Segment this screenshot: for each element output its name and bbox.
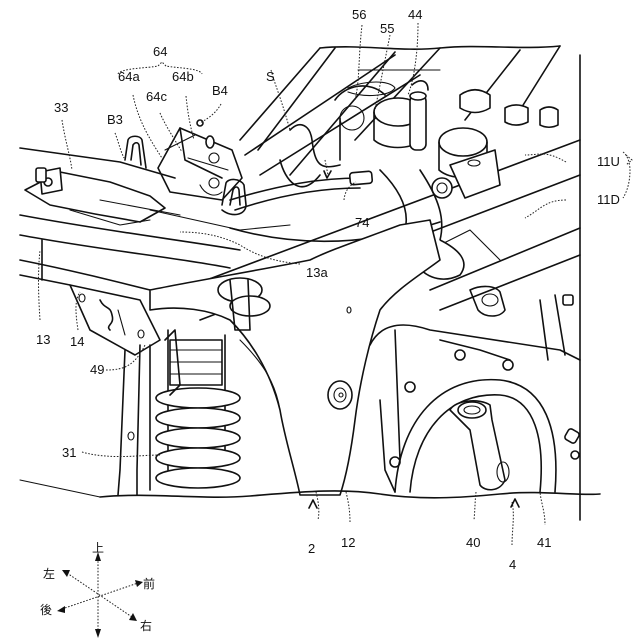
label-13: 13: [36, 332, 50, 347]
label-12: 12: [341, 535, 355, 550]
arrow-down-icon: [95, 629, 101, 638]
bracket-64: [157, 119, 243, 201]
rear-shock-31: [149, 277, 271, 491]
label-41: 41: [537, 535, 551, 550]
leader-lines: [38, 22, 633, 546]
label-64c: 64c: [146, 89, 167, 104]
label-B4: B4: [212, 83, 228, 98]
label-64a: 64a: [118, 69, 140, 84]
label-49: 49: [90, 362, 104, 377]
break-line-left: [19, 479, 101, 498]
label-11U: 11U: [597, 154, 620, 169]
label-B3: B3: [107, 112, 123, 127]
cross-member-13: [19, 147, 291, 291]
label-44: 44: [408, 7, 422, 22]
reference-arrows: [308, 170, 520, 509]
throttle-body-assembly: [334, 80, 559, 199]
label-4: 4: [509, 557, 516, 572]
stay-49: [117, 329, 181, 496]
u-bolt-B3: [124, 135, 147, 169]
label-56: 56: [352, 7, 366, 22]
engine-4: [369, 285, 581, 493]
arrow-rear-icon: [57, 606, 65, 613]
label-31: 31: [62, 445, 76, 460]
label-2: 2: [308, 541, 315, 556]
label-13a: 13a: [306, 265, 328, 280]
direction-left-label: 左: [43, 566, 55, 581]
arrow-up-icon: [95, 552, 101, 561]
label-40: 40: [466, 535, 480, 550]
label-74: 74: [355, 215, 369, 230]
label-11D: 11D: [597, 192, 620, 207]
direction-right-label: 右: [140, 618, 152, 633]
arrow-left-icon: [62, 570, 70, 577]
label-64: 64: [153, 44, 167, 59]
u-bolt-right: [221, 178, 247, 216]
label-33: 33: [54, 100, 68, 115]
main-frame-rails: [239, 45, 581, 521]
bracket-14: [69, 284, 161, 356]
generator-cover-40: [394, 378, 557, 493]
direction-rear-label: 後: [40, 603, 52, 617]
label-64b: 64b: [172, 69, 194, 84]
direction-indicator: 上 左 前 後 右: [40, 541, 155, 638]
break-line: [99, 490, 601, 499]
direction-front-label: 前: [143, 576, 155, 591]
arrow-right-icon: [129, 613, 137, 621]
arrow-front-icon: [135, 580, 143, 587]
label-S: S: [266, 69, 275, 84]
hose-74: [229, 170, 374, 211]
left-down-tube: [19, 239, 71, 286]
label-55: 55: [380, 21, 394, 36]
label-14: 14: [70, 334, 84, 349]
direction-up-label: 上: [92, 541, 104, 555]
reference-labels: 64 64a 64b 64c B4 B3 33 S 56 55 44 11U 1…: [36, 7, 620, 572]
